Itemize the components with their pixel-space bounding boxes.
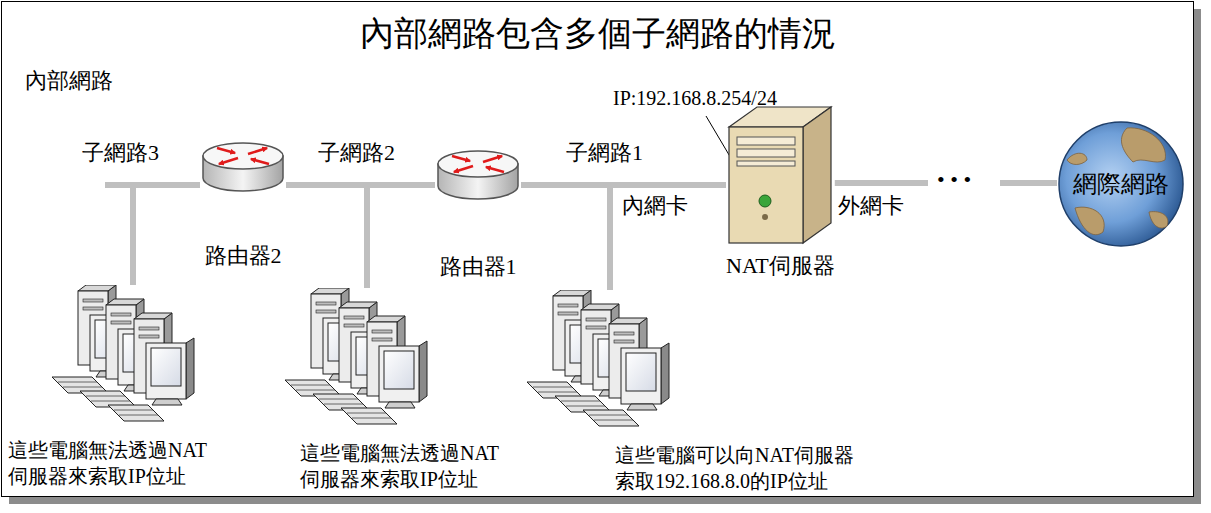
computer-group: 這些電腦可以向NAT伺服器 索取192.168.8.0的IP位址 (520, 290, 920, 494)
computer-group: 這些電腦無法透過NAT 伺服器來索取IP位址 (8, 285, 278, 489)
node-label: 路由器1 (440, 254, 517, 280)
router-icon (200, 138, 286, 196)
subnet-label: 子網路1 (566, 140, 643, 166)
computer-icons (278, 288, 443, 436)
network-link (521, 182, 726, 188)
subnet-label: 子網路3 (82, 140, 159, 166)
nic-label: 內網卡 (622, 193, 688, 219)
caption-text: 這些電腦無法透過NAT 伺服器來索取IP位址 (8, 437, 278, 489)
region-label: 內部網路 (25, 68, 113, 94)
node-label: 網際網路 (1073, 170, 1169, 199)
nic-label: 外網卡 (838, 193, 904, 219)
computer-group: 這些電腦無法透過NAT 伺服器來索取IP位址 (278, 288, 568, 492)
router-node: 路由器1 (435, 146, 521, 280)
computer-icons (45, 285, 210, 433)
caption-text: 這些電腦可以向NAT伺服器 索取192.168.8.0的IP位址 (615, 442, 920, 494)
diagram-title: 內部網路包含多個子網路的情況 (0, 14, 1196, 55)
server-icon (727, 105, 833, 245)
subnet-label: 子網路2 (318, 140, 395, 166)
node-label: 路由器2 (205, 243, 282, 269)
router-icon (435, 146, 521, 204)
node-label: NAT伺服器 (726, 253, 835, 279)
computer-icons (520, 290, 685, 438)
internet-globe: 網際網路 (1057, 120, 1185, 248)
network-link (521, 185, 610, 290)
ip-address-label: IP:192.168.8.254/24 (613, 86, 777, 110)
server-node: NAT伺服器 (726, 105, 835, 279)
network-link (133, 185, 200, 285)
caption-text: 這些電腦無法透過NAT 伺服器來索取IP位址 (300, 440, 568, 492)
router-node: 路由器2 (200, 138, 286, 269)
ellipsis-mark: • • • (937, 167, 971, 193)
network-link (286, 185, 367, 288)
